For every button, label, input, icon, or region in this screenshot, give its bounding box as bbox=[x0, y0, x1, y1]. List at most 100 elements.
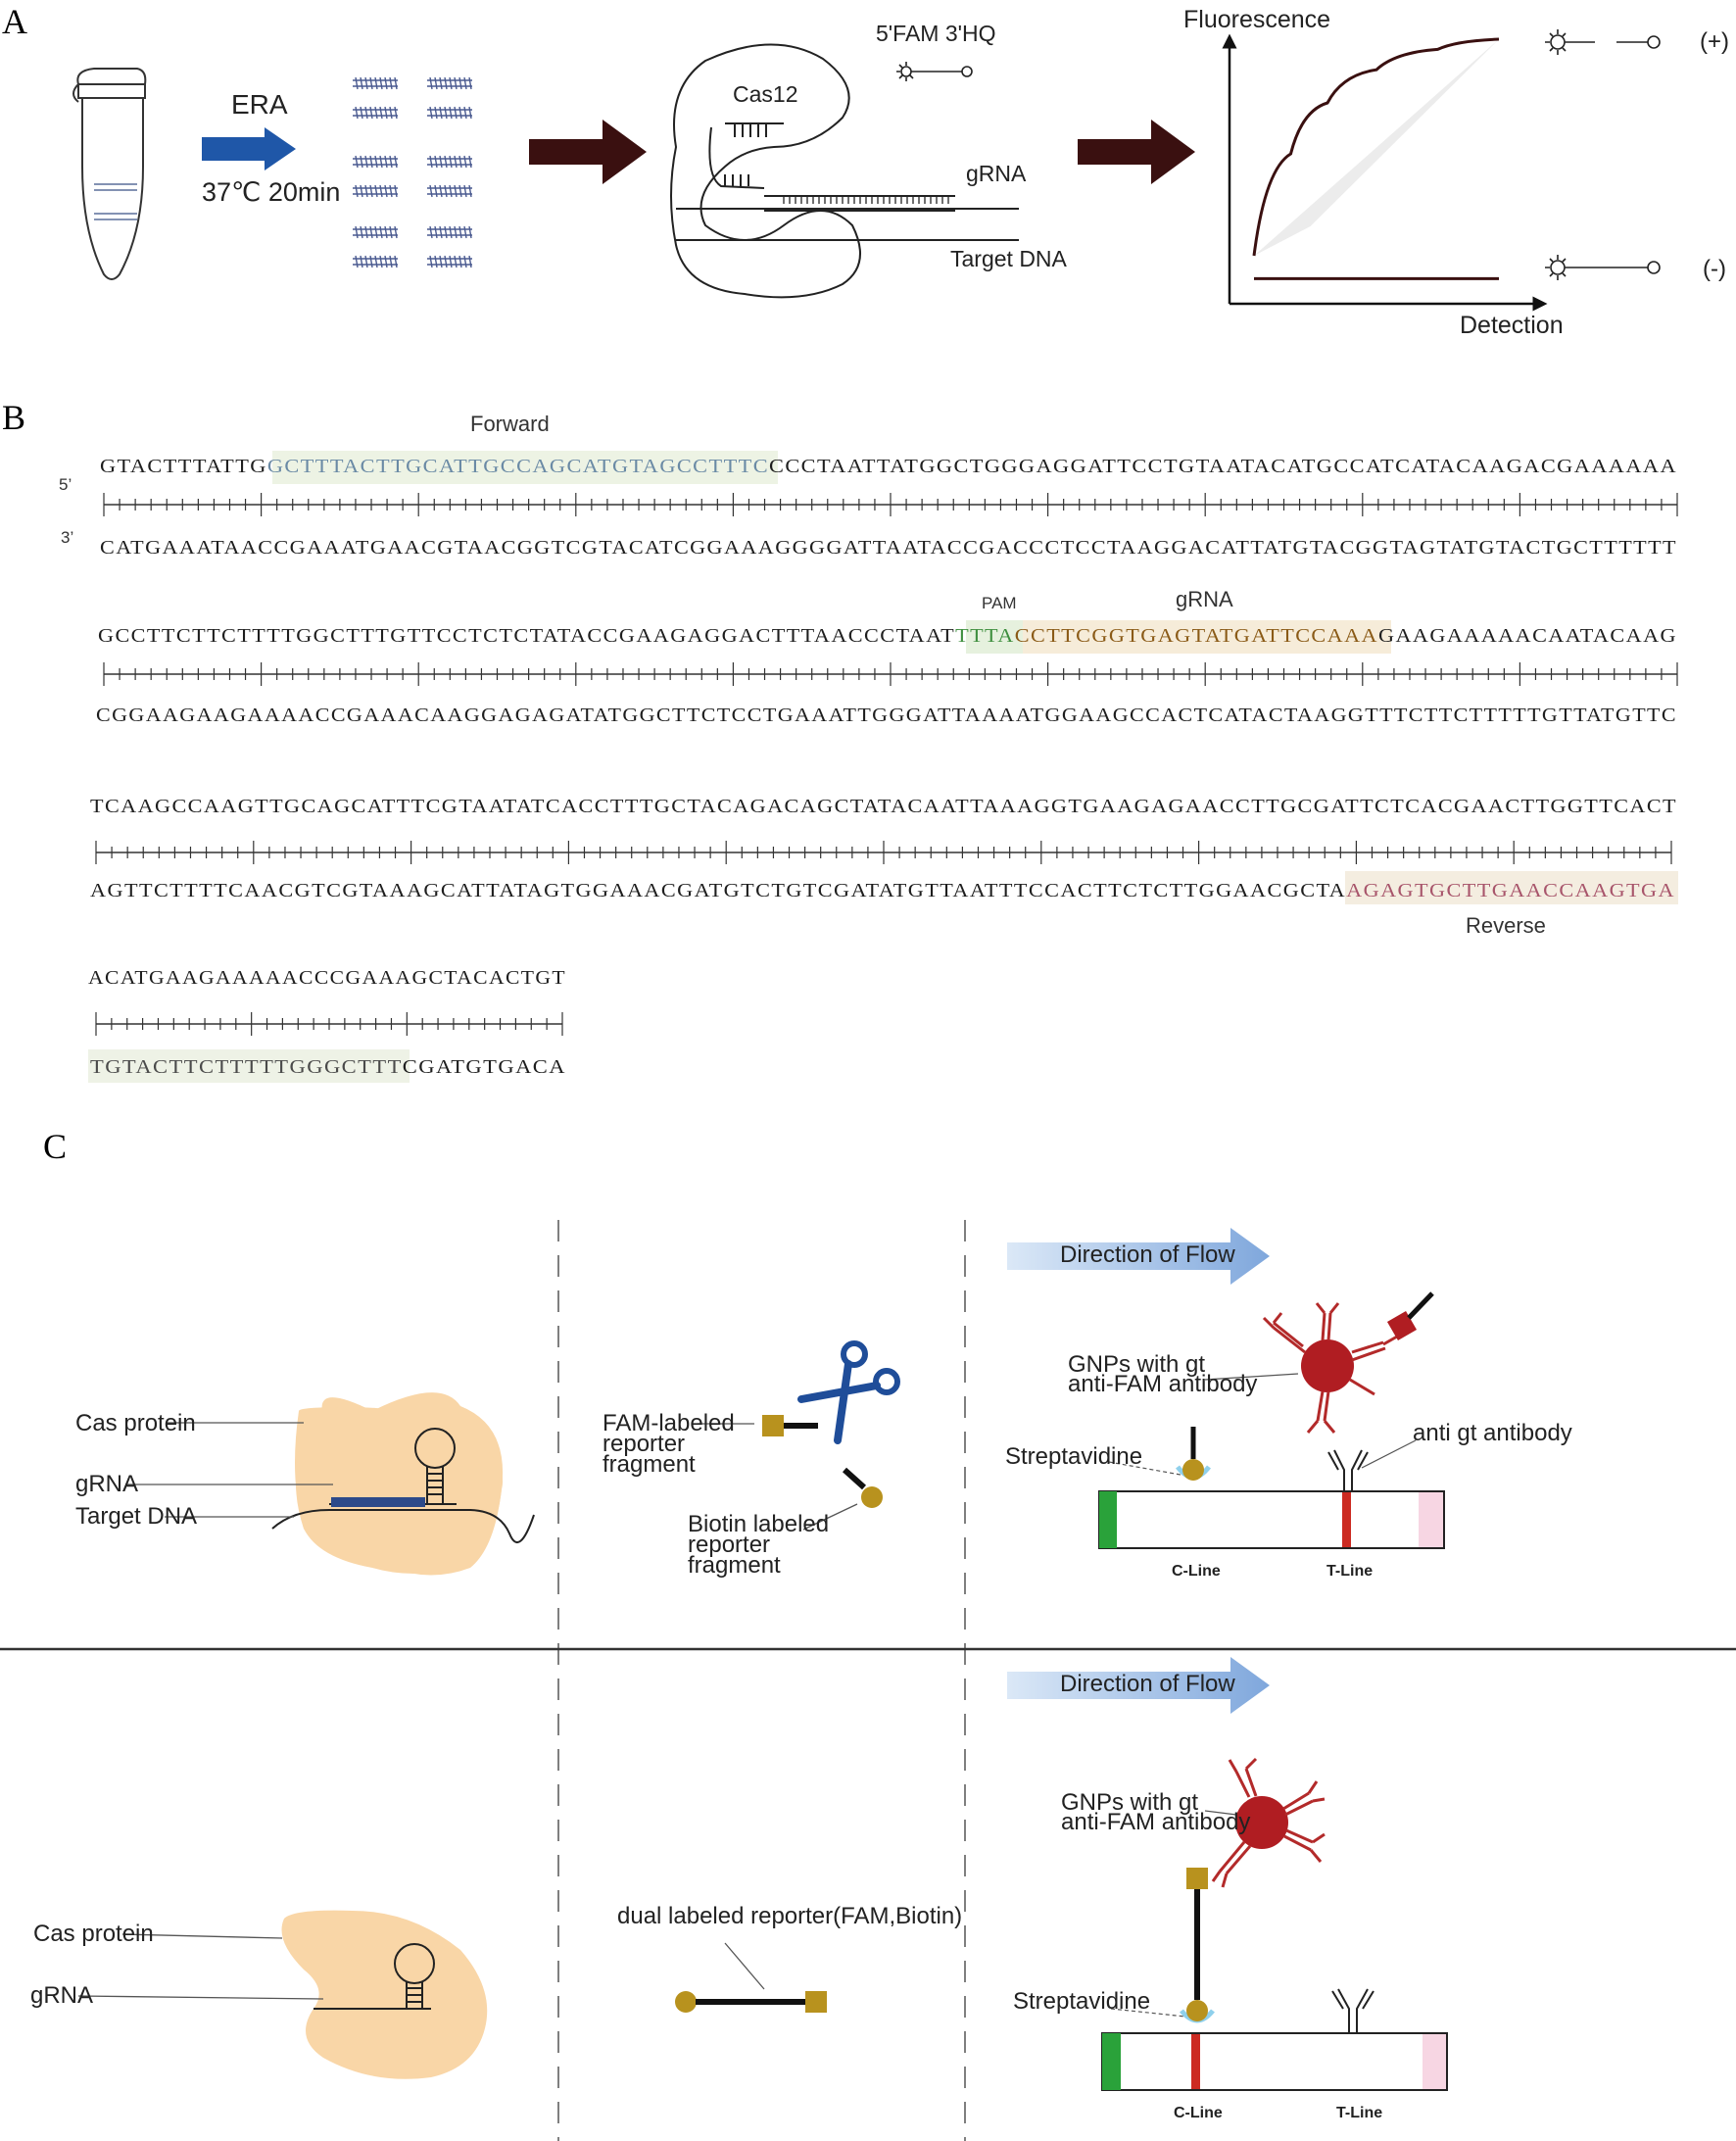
scissors-icon bbox=[797, 1340, 900, 1444]
t-line-label-bottom: T-Line bbox=[1336, 2105, 1382, 2121]
leader-gnps-bottom bbox=[1204, 1810, 1237, 1816]
positive-curve-area bbox=[1254, 39, 1499, 256]
leader-anti-gt-top bbox=[1361, 1439, 1417, 1469]
fam-label-square-bottom bbox=[805, 1991, 827, 2013]
panel-a-label: A bbox=[2, 2, 27, 41]
pam-label: PAM bbox=[982, 594, 1017, 612]
row1-segment-plain-a: GTACTTTATTG bbox=[100, 457, 267, 477]
t-line-label-top: T-Line bbox=[1326, 1563, 1373, 1580]
positive-curve bbox=[1252, 37, 1500, 257]
gnps-label-top: GNPs with gt anti-FAM antibody bbox=[1068, 1351, 1257, 1397]
flow-label-top: Direction of Flow bbox=[1060, 1241, 1235, 1268]
flow-direction-arrow-bottom bbox=[1007, 1657, 1270, 1714]
grna-target-duplex-top bbox=[331, 1497, 425, 1507]
leader-grna-bottom bbox=[77, 1995, 324, 2000]
anti-gt-label-top: anti gt antibody bbox=[1413, 1420, 1572, 1446]
biotin-captured-top bbox=[1182, 1459, 1204, 1481]
sequence-row2-top: GCCTTCTTCTTTTGGCTTTGTTCCTCTCTATACCGAAGAG… bbox=[98, 626, 1677, 647]
leader-dual-reporter bbox=[724, 1942, 765, 1990]
flow-label-bottom: Direction of Flow bbox=[1060, 1671, 1235, 1697]
sequence-row3-top: TCAAGCCAAGTTGCAGCATTTCGTAATATCACCTTTGCTA… bbox=[90, 797, 1677, 817]
biotin-reporter-line2: reporter bbox=[688, 1532, 770, 1558]
cleaved-reporter-icon bbox=[1545, 29, 1661, 55]
grna-label-bottom: gRNA bbox=[30, 1982, 93, 2009]
gnp-antibody-top bbox=[1262, 1302, 1386, 1434]
cas-protein-shape-top bbox=[295, 1407, 504, 1574]
grna-label-b: gRNA bbox=[1176, 587, 1233, 611]
row1-segment-plain-c: CCCTAATTATGGCTGGGAGGATTCCTGTAATACATGCCAT… bbox=[769, 457, 1677, 477]
pam-highlight bbox=[966, 620, 1023, 654]
target-dna-strand-top bbox=[271, 1508, 535, 1544]
t-line-mark-top bbox=[1342, 1492, 1351, 1547]
gnps-label-top-line1: GNPs with gt bbox=[1068, 1351, 1205, 1378]
process-arrow-2 bbox=[1078, 120, 1195, 184]
leader-streptavidine-top bbox=[1108, 1461, 1181, 1476]
grna-highlight bbox=[1023, 620, 1391, 654]
reverse-primer-highlight bbox=[1345, 871, 1678, 904]
c-line-mark-bottom bbox=[1191, 2034, 1200, 2089]
cas-protein-label-bottom: Cas protein bbox=[33, 1921, 154, 1947]
grna-pairing-ticks bbox=[783, 196, 949, 204]
amplified-dna-copies bbox=[353, 76, 472, 268]
target-dna-label: Target DNA bbox=[950, 246, 1068, 271]
row3-segment-plain: AGTTCTTTTCAACGTCGTAAAGCATTATAGTGGAAACGAT… bbox=[90, 881, 1346, 901]
reporter-label: 5'FAM 3'HQ bbox=[876, 21, 996, 46]
sample-pad-top bbox=[1099, 1491, 1117, 1548]
cas-protein-shape-bottom bbox=[281, 1910, 488, 2079]
reverse-primer-highlight-2 bbox=[88, 1049, 410, 1083]
fam-bound-antibody-top bbox=[1382, 1291, 1434, 1346]
row4-segment-plain: CGATGTGACA bbox=[403, 1057, 566, 1078]
era-condition: 37℃ 20min bbox=[202, 177, 340, 207]
sequence-row1-bottom: CATGAAATAACCGAAATGAACGTAACGGTCGTACATCGGA… bbox=[100, 538, 1677, 559]
flow-direction-arrow-top bbox=[1007, 1228, 1270, 1285]
era-arrow bbox=[202, 127, 296, 170]
absorbent-pad-top bbox=[1419, 1492, 1443, 1547]
gnp-antibody-bottom bbox=[1211, 1757, 1326, 1888]
forward-primer-sequence: GCTTTACTTGCATTGCCAGCATGTAGCCTTTC bbox=[267, 457, 769, 477]
biotin-reporter-label: Biotin labeled reporter fragment bbox=[688, 1511, 836, 1579]
panel-c-label: C bbox=[43, 1127, 67, 1166]
reverse-primer-sequence: AGAGTGCTTGAACCAAGTGA bbox=[1346, 881, 1675, 901]
gnps-label-top-line2: anti-FAM antibody bbox=[1068, 1371, 1257, 1397]
biotin-captured-bottom bbox=[1186, 2000, 1208, 2021]
dna-copies-in-tube bbox=[94, 183, 137, 220]
sequence-row3-bottom: AGTTCTTTTCAACGTCGTAAAGCATTATAGTGGAAACGAT… bbox=[90, 881, 1675, 901]
grna-label-a: gRNA bbox=[966, 161, 1027, 186]
anti-gt-antibody-top bbox=[1327, 1449, 1369, 1491]
sequence-ruler-1 bbox=[103, 493, 1678, 516]
biotin-reporter-line3: fragment bbox=[688, 1552, 781, 1579]
anti-gt-antibody-bottom bbox=[1331, 1988, 1374, 2033]
panel-b-label: B bbox=[2, 398, 25, 437]
reaction-tube bbox=[72, 68, 147, 280]
row2-segment-plain-d: GAAGAAAAACAATACAAG bbox=[1378, 626, 1677, 647]
streptavidine-label-bottom: Streptavidine bbox=[1013, 1988, 1150, 2015]
biotin-reporter-fragment bbox=[842, 1467, 867, 1490]
sequence-ruler-3 bbox=[95, 841, 1672, 864]
x-axis-title: Detection bbox=[1460, 312, 1564, 339]
process-arrow-1 bbox=[529, 120, 647, 184]
fam-reporter-line2: reporter bbox=[603, 1431, 685, 1457]
fam-reporter-line1: FAM-labeled bbox=[603, 1410, 735, 1436]
sequence-row2-bottom: CGGAAGAAGAAAACCGAAACAAGGAGAGATATGGCTTCTC… bbox=[96, 706, 1677, 726]
leader-biotin-reporter bbox=[802, 1503, 858, 1531]
y-axis-title: Fluorescence bbox=[1183, 6, 1330, 33]
sequence-ruler-4 bbox=[95, 1012, 563, 1036]
reverse-primer-binding-sequence: TGTACTTCTTTTTGGGCTTT bbox=[90, 1057, 403, 1078]
sample-pad-bottom bbox=[1102, 2033, 1121, 2090]
gnps-label-bottom: GNPs with gt anti-FAM antibody bbox=[1061, 1789, 1250, 1835]
forward-primer-highlight bbox=[272, 451, 778, 484]
biotin-label-dot-bottom bbox=[675, 1991, 697, 2013]
forward-label: Forward bbox=[470, 412, 550, 436]
absorbent-pad-bottom bbox=[1423, 2034, 1446, 2089]
cas12-label: Cas12 bbox=[733, 81, 797, 107]
biotin-reporter-line1: Biotin labeled bbox=[688, 1511, 829, 1537]
streptavidine-label-top: Streptavidine bbox=[1005, 1443, 1142, 1470]
dual-reporter-label: dual labeled reporter(FAM,Biotin) bbox=[617, 1903, 962, 1929]
sequence-ruler-2 bbox=[103, 662, 1678, 686]
fam-label-square-top bbox=[762, 1415, 784, 1436]
leader-cas-protein-bottom bbox=[121, 1933, 283, 1939]
grna-hairpin-bottom bbox=[313, 1943, 435, 2010]
